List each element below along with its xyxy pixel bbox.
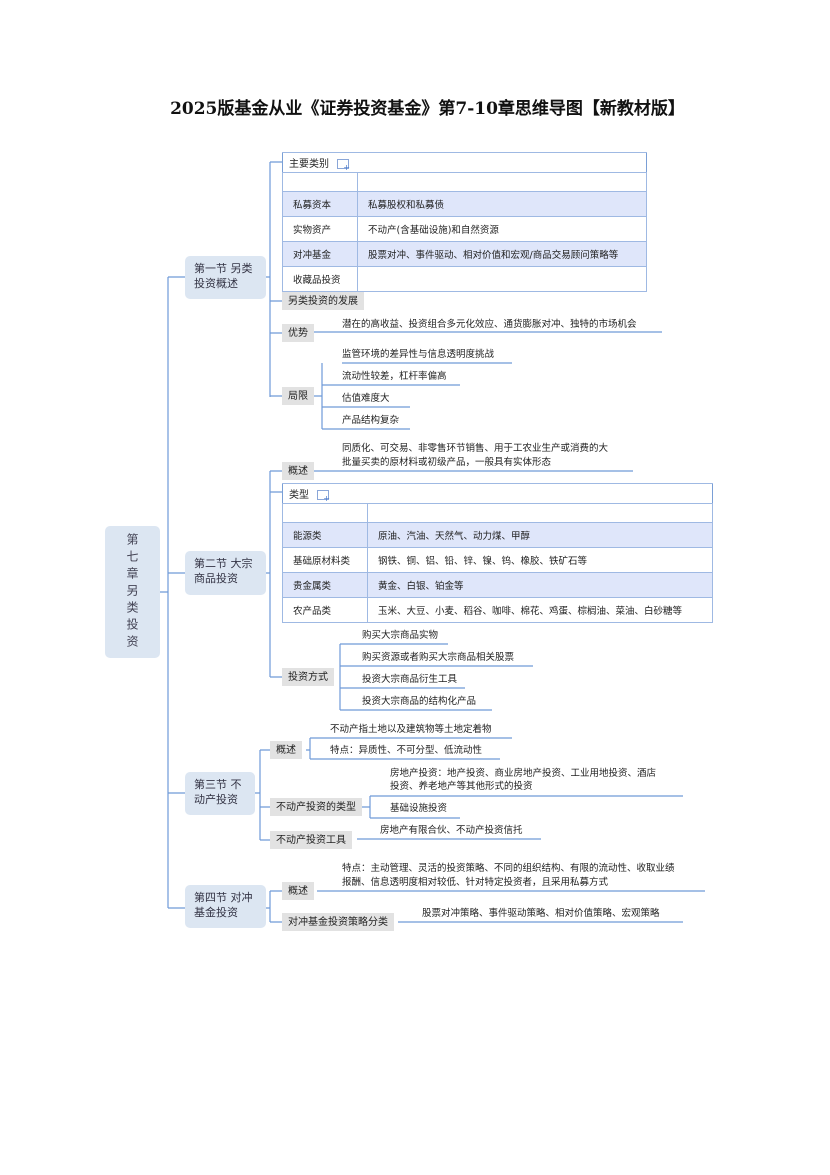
hedgefund-overview-line: 特点：主动管理、灵活的投资策略、不同的组织结构、有限的流动性、收取业绩 xyxy=(342,863,675,874)
realestate-tools-node[interactable]: 不动产投资工具 xyxy=(270,831,352,849)
table-row: 基础原材料类钢铁、铜、铝、铅、锌、镍、钨、橡胶、铁矿石等 xyxy=(282,547,713,573)
method-item: 购买大宗商品实物 xyxy=(362,630,439,641)
limitation-item: 估值难度大 xyxy=(342,393,390,404)
table-row: 收藏品投资 xyxy=(282,266,647,292)
advantage-text: 潜在的高收益、投资组合多元化效应、通货膨胀对冲、独特的市场机会 xyxy=(342,319,637,330)
table-row: 贵金属类黄金、白银、铂金等 xyxy=(282,572,713,598)
advantage-node[interactable]: 优势 xyxy=(282,324,314,342)
realestate-overview-node[interactable]: 概述 xyxy=(270,741,302,759)
limitation-item: 流动性较差，杠杆率偏高 xyxy=(342,371,447,382)
method-item: 投资大宗商品衍生工具 xyxy=(362,674,458,685)
realestate-types-node[interactable]: 不动产投资的类型 xyxy=(270,798,362,816)
section-2-node[interactable]: 第二节 大宗商品投资 xyxy=(185,551,266,595)
realestate-overview-item: 特点：异质性、不可分型、低流动性 xyxy=(330,745,483,756)
hedgefund-strategy-text: 股票对冲策略、事件驱动策略、相对价值策略、宏观策略 xyxy=(422,908,660,919)
realestate-type-item: 基础设施投资 xyxy=(390,803,448,814)
hedgefund-overview-line: 报酬、信息透明度相对较低、针对特定投资者，且采用私募方式 xyxy=(342,877,609,888)
section-1-node[interactable]: 第一节 另类投资概述 xyxy=(185,256,266,299)
investment-method-node[interactable]: 投资方式 xyxy=(282,668,334,686)
limitation-item: 产品结构复杂 xyxy=(342,415,400,426)
root-node[interactable]: 第七章另类投资 xyxy=(105,526,160,658)
table-row: 农产品类玉米、大豆、小麦、稻谷、咖啡、棉花、鸡蛋、棕榈油、菜油、白砂糖等 xyxy=(282,597,713,623)
commodity-overview-line: 批量买卖的原材料或初级产品，一般具有实体形态 xyxy=(342,457,552,468)
table-row: 实物资产不动产(含基础设施)和自然资源 xyxy=(282,216,647,242)
table-row: 能源类原油、汽油、天然气、动力煤、甲醇 xyxy=(282,522,713,548)
realestate-type-item: 房地产投资：地产投资、商业房地产投资、工业用地投资、酒店 xyxy=(390,768,657,779)
table-icon[interactable] xyxy=(337,159,350,172)
hedgefund-overview-node[interactable]: 概述 xyxy=(282,882,314,900)
document-title: 2025版基金从业《证券投资基金》第7-10章思维导图【新教材版】 xyxy=(170,99,685,119)
commodity-overview-line: 同质化、可交易、非零售环节销售、用于工农业生产或消费的大 xyxy=(342,443,609,454)
realestate-tools-text: 房地产有限合伙、不动产投资信托 xyxy=(380,825,523,836)
hedgefund-strategy-node[interactable]: 对冲基金投资策略分类 xyxy=(282,913,394,931)
development-node[interactable]: 另类投资的发展 xyxy=(282,292,364,310)
section-4-node[interactable]: 第四节 对冲基金投资 xyxy=(185,885,266,928)
table-header: 主要类别 xyxy=(282,152,647,173)
limitation-item: 监管环境的差异性与信息透明度挑战 xyxy=(342,349,495,360)
table-row: 私募资本私募股权和私募债 xyxy=(282,191,647,217)
realestate-overview-item: 不动产指土地以及建筑物等土地定着物 xyxy=(330,724,492,735)
commodity-overview-node[interactable]: 概述 xyxy=(282,462,314,480)
table-row: 对冲基金股票对冲、事件驱动、相对价值和宏观/商品交易顾问策略等 xyxy=(282,241,647,267)
table-icon[interactable] xyxy=(317,490,330,503)
method-item: 购买资源或者购买大宗商品相关股票 xyxy=(362,652,515,663)
table-header: 类型 xyxy=(282,483,713,504)
section-3-node[interactable]: 第三节 不动产投资 xyxy=(185,772,255,815)
limitation-node[interactable]: 局限 xyxy=(282,387,314,405)
method-item: 投资大宗商品的结构化产品 xyxy=(362,696,477,707)
realestate-type-item: 投资、养老地产等其他形式的投资 xyxy=(390,781,533,792)
root-label: 第七章另类投资 xyxy=(125,532,139,652)
